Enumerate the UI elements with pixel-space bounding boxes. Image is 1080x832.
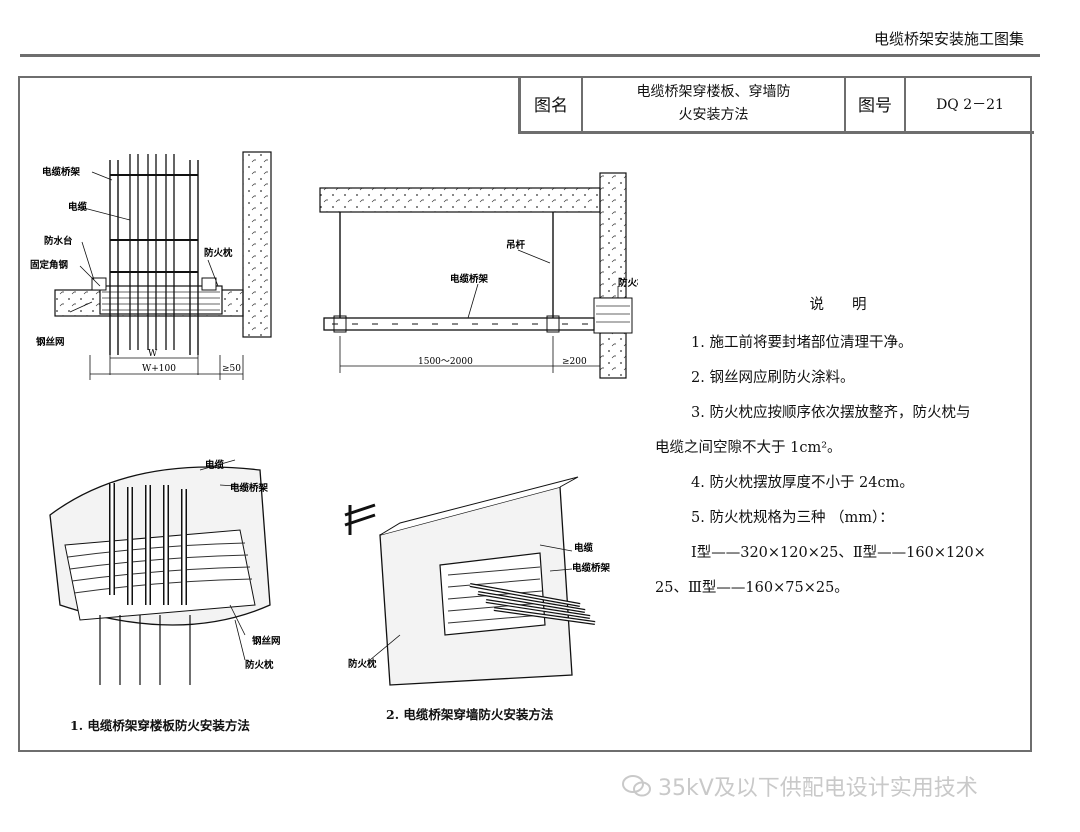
note-3a: 3. 防火枕应按顺序依次摆放整齐，防火枕与 [691,405,971,421]
drawing-name-line2: 火安装方法 [678,106,749,123]
drawing-name-label: 图名 [521,76,583,131]
note-5: 5. 防火枕规格为三种 （mm）： [691,510,894,526]
note-4: 4. 防火枕摆放厚度不小于 24cm。 [691,475,914,491]
title-block: 图名 电缆桥架穿楼板、穿墙防 火安装方法 图号 DQ 2－21 [518,76,1034,134]
iso1-label-cable: 电缆 [205,459,225,471]
note-1: 1. 施工前将要封堵部位清理干净。 [691,335,913,351]
wall-label-hanger-rod: 吊杆 [506,239,526,251]
drawing-name-value: 电缆桥架穿楼板、穿墙防 火安装方法 [583,76,846,131]
dim-span: 1500～2000 [418,357,473,367]
caption-floor: 1. 电缆桥架穿楼板防火安装方法 [70,718,250,733]
caption-wall: 2. 电缆桥架穿墙防火安装方法 [386,707,554,722]
floor-label-fire-pillow: 防火枕 [204,247,233,259]
note-6b: 25、Ⅲ型——160×75×25。 [655,580,849,596]
floor-label-cable-tray: 电缆桥架 [42,166,81,178]
dim-ge-200: ≥200 [562,357,587,367]
floor-label-water-stop: 防水台 [44,235,73,247]
floor-section-figure: 电缆桥架 电缆 防水台 固定角钢 防火枕 钢丝网 W W+100 ≥50 [30,151,272,380]
notes-heading: 说明 [809,297,895,313]
watermark-text: 35kV及以下供配电设计实用技术 [658,776,978,801]
floor-label-cable: 电缆 [68,201,88,213]
dim-w-plus-100: W+100 [142,364,176,374]
note-2: 2. 钢丝网应刷防火涂料。 [691,370,855,386]
wall-label-cable-tray: 电缆桥架 [450,273,489,285]
drawing-frame [18,76,1032,752]
note-6a: Ⅰ型——320×120×25、Ⅱ型——160×120× [691,545,986,561]
iso1-label-cable-tray: 电缆桥架 [230,482,269,494]
floor-label-wire-mesh: 钢丝网 [36,336,65,348]
atlas-title: 电缆桥架安装施工图集 [873,30,1024,48]
floor-label-angle-steel: 固定角钢 [30,259,69,271]
wechat-icon [622,775,651,797]
note-3b: 电缆之间空隙不大于 1cm²。 [655,440,842,456]
wall-iso-figure: 电缆 电缆桥架 防火枕 [344,476,611,686]
iso1-label-wire-mesh: 钢丝网 [252,635,281,647]
iso2-label-cable-tray: 电缆桥架 [572,562,611,574]
header-rule [20,54,1040,57]
watermark: 35kV及以下供配电设计实用技术 [622,770,978,802]
iso2-label-fire-pillow: 防火枕 [348,658,377,670]
drawing-number-label: 图号 [846,76,906,131]
drawing-number-value: DQ 2－21 [936,96,1004,113]
floor-iso-figure: 电缆 电缆桥架 钢丝网 防火枕 [49,459,281,685]
iso1-label-fire-pillow: 防火枕 [245,659,274,671]
wall-label-fire-pillow: 防火枕 [618,277,638,289]
drawing-name-line1: 电缆桥架穿楼板、穿墙防 [636,83,791,100]
iso2-label-cable: 电缆 [574,542,594,554]
dim-w: W [148,349,158,359]
wall-section-figure: 吊杆 电缆桥架 防火枕 1500～2000 ≥200 [319,172,638,379]
notes-block: 说明 1. 施工前将要封堵部位清理干净。 2. 钢丝网应刷防火涂料。 3. 防火… [655,293,1035,606]
dim-ge-50: ≥50 [222,364,241,374]
